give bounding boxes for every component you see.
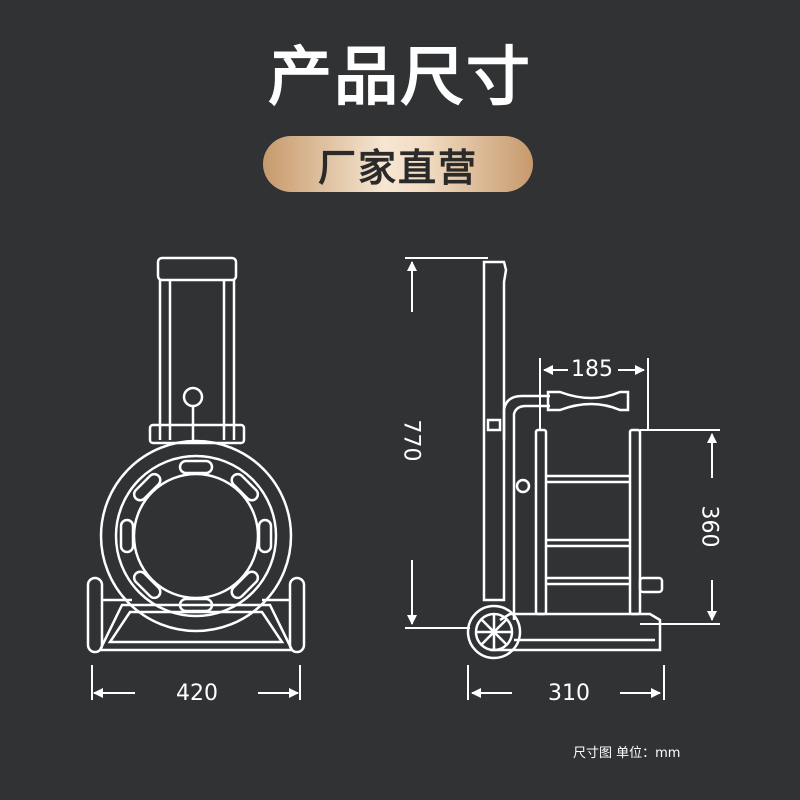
height-label: 770 [398,419,424,462]
side-view [466,260,664,660]
side-reel-left [534,428,548,616]
front-width-label: 420 [176,681,218,706]
side-width-dimension [467,665,665,700]
side-base [490,612,662,652]
side-reel-right [628,428,642,616]
side-wheel [466,604,522,660]
front-reel-inner [132,472,260,600]
side-socket [638,576,664,594]
front-view [86,256,306,654]
front-handle-top [156,256,238,282]
unit-note: 尺寸图 单位：mm [573,746,681,761]
front-knob [182,386,204,408]
front-left-foot [86,576,104,654]
handle-width-dimension [539,358,649,430]
side-width-label: 310 [548,681,590,706]
side-frame-arc [502,394,550,440]
front-width-dimension [91,665,301,700]
side-handle-pole [482,260,508,602]
factory-direct-badge: 厂家直营 [263,136,533,192]
reel-height-dimension [640,429,720,625]
side-grip [546,390,630,412]
reel-height-label: 360 [696,505,722,548]
height-dimension [405,257,488,629]
front-reel-outer [99,439,293,633]
front-reel-slots [119,459,273,613]
handle-width-label: 185 [571,357,613,382]
page-title: 产品尺寸 [268,41,532,115]
front-base [97,603,295,652]
front-right-foot [288,576,306,654]
